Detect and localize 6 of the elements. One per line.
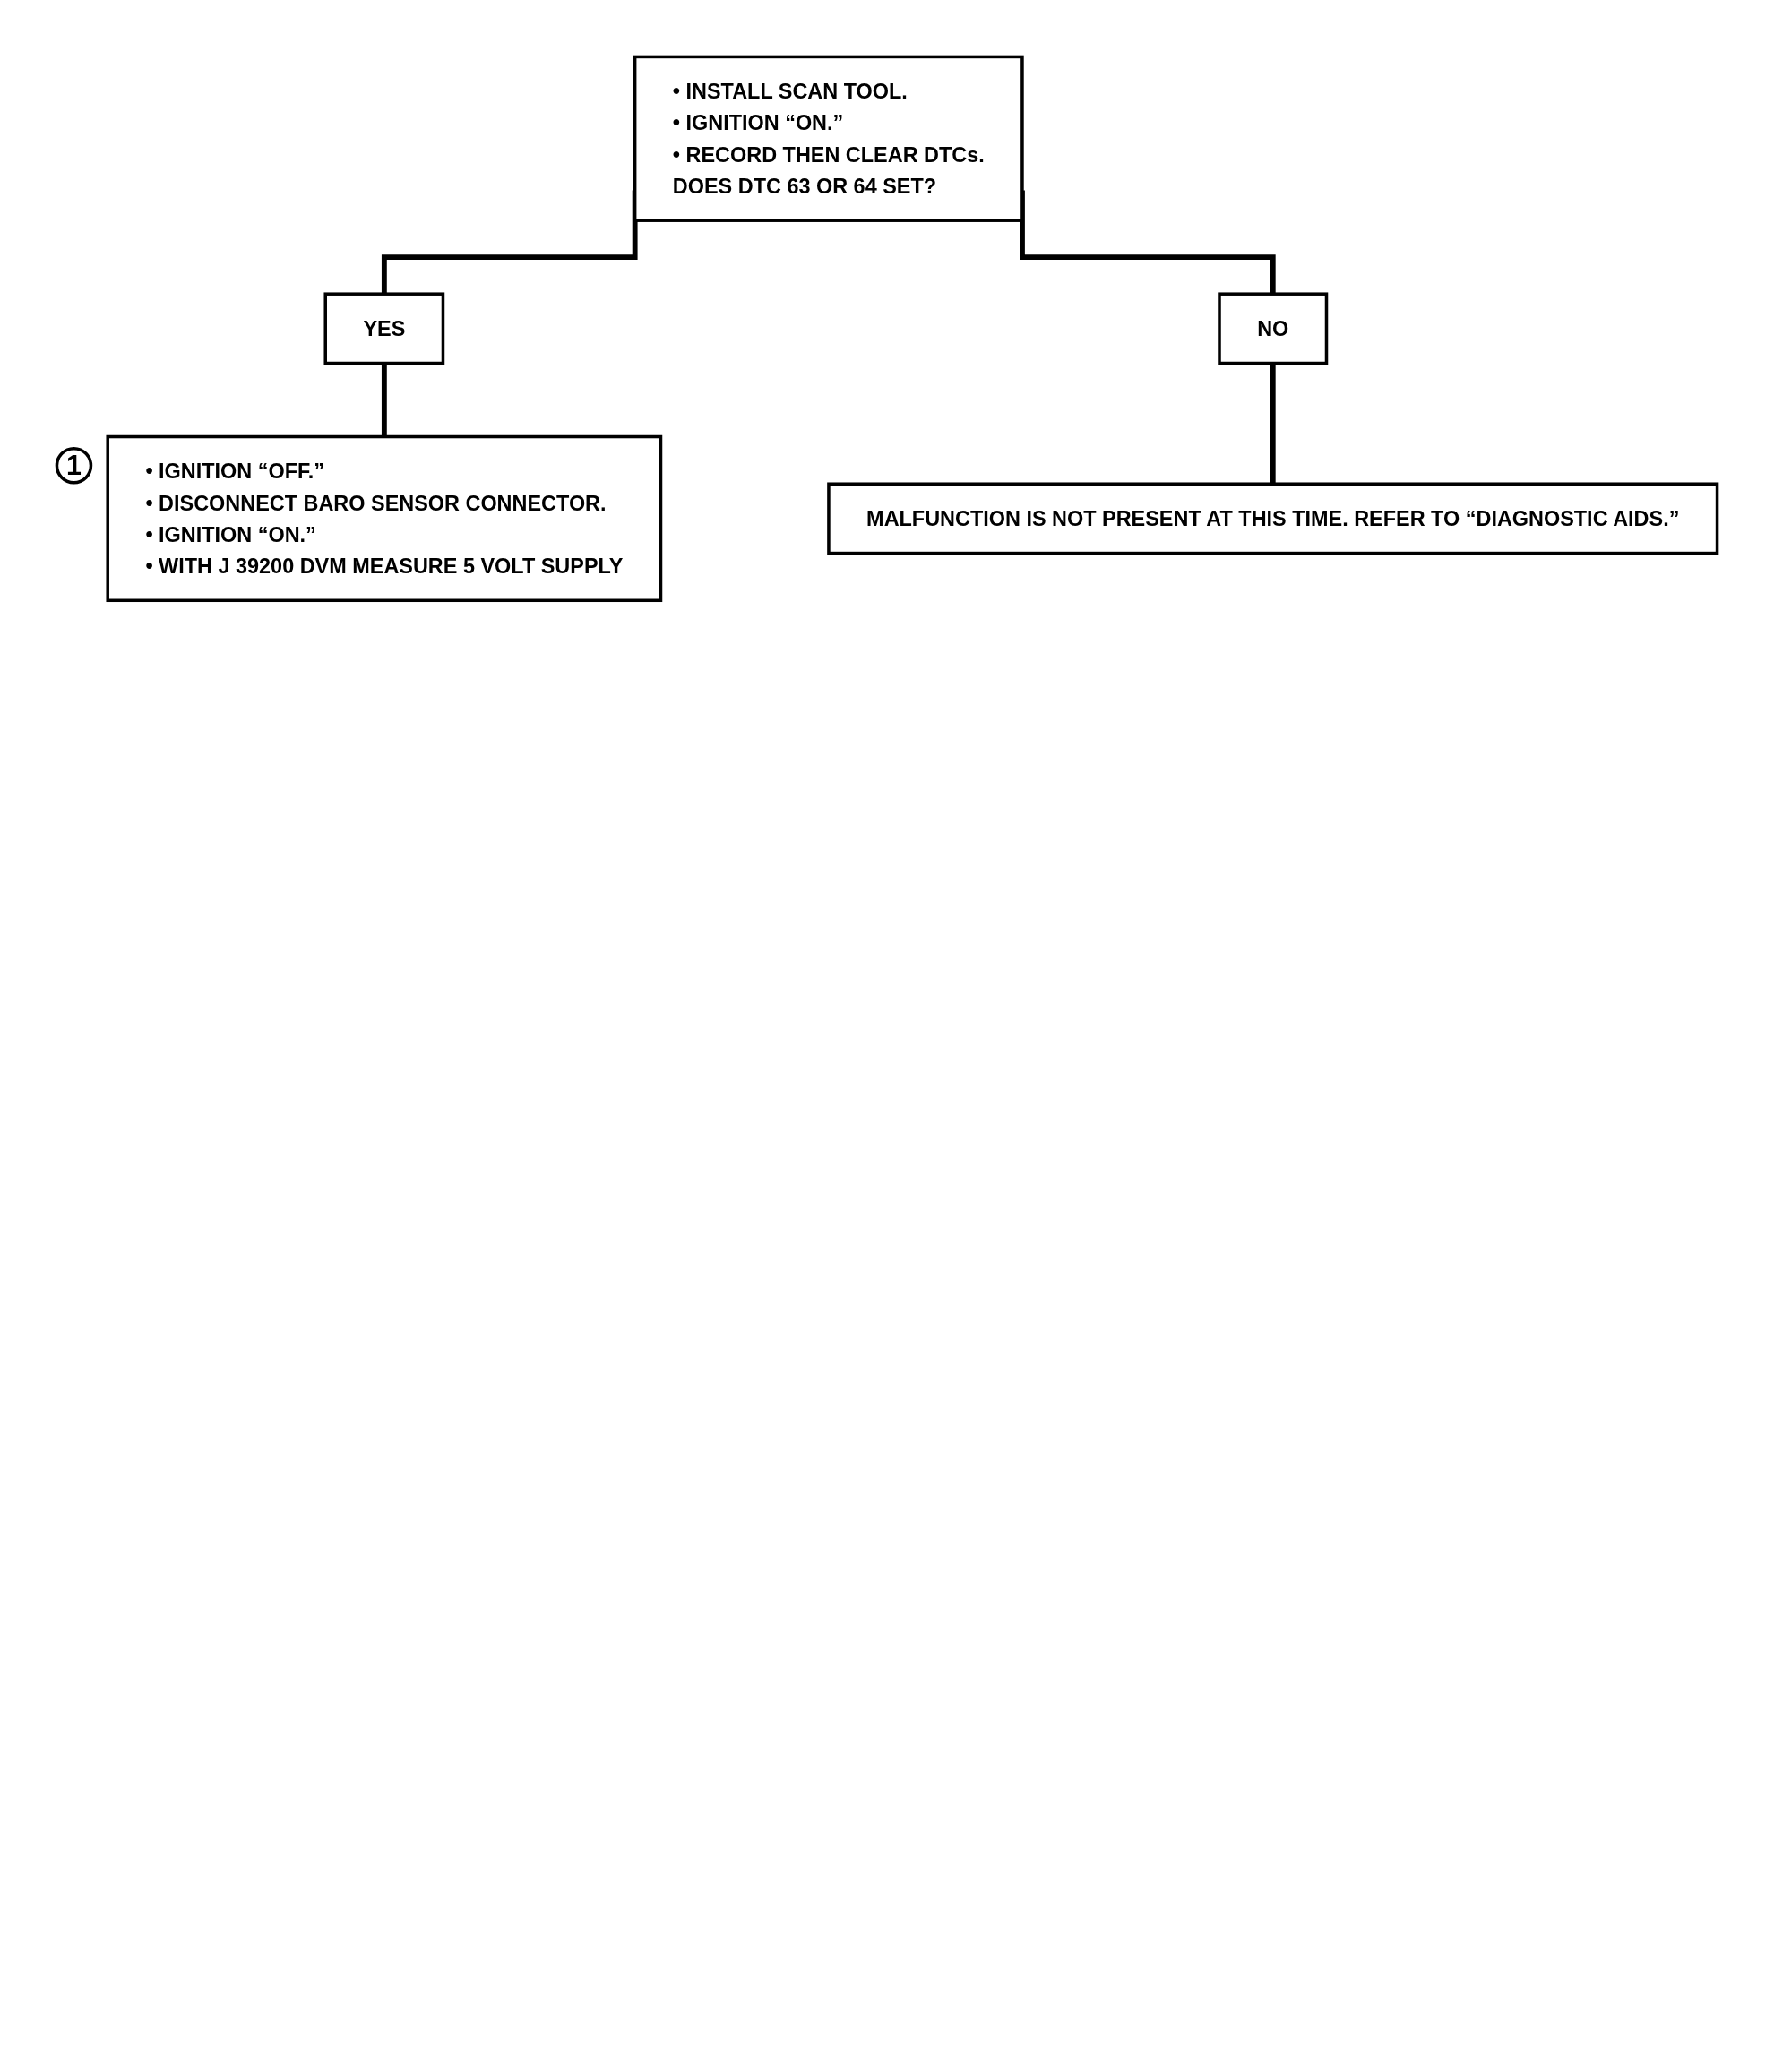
node-box: MALFUNCTION IS NOT PRESENT AT THIS TIME. REFER TO “DIAGNOSTIC AIDS.”	[827, 482, 1719, 555]
node-box: NO	[1218, 292, 1329, 365]
node-box: • INSTALL SCAN TOOL. • IGNITION “ON.” • RECORD THEN CLEAR DTCs. DOES DTC 63 OR 64 SET?	[633, 55, 1024, 222]
node-box: YES	[323, 292, 445, 365]
node-box: • IGNITION “OFF.” • DISCONNECT BARO SENSOR CONNECTOR. • IGNITION “ON.” • WITH J 39200 DVM MEASURE 5 VOLT SUPPLY	[106, 434, 663, 603]
node-circle: 1	[55, 446, 93, 485]
